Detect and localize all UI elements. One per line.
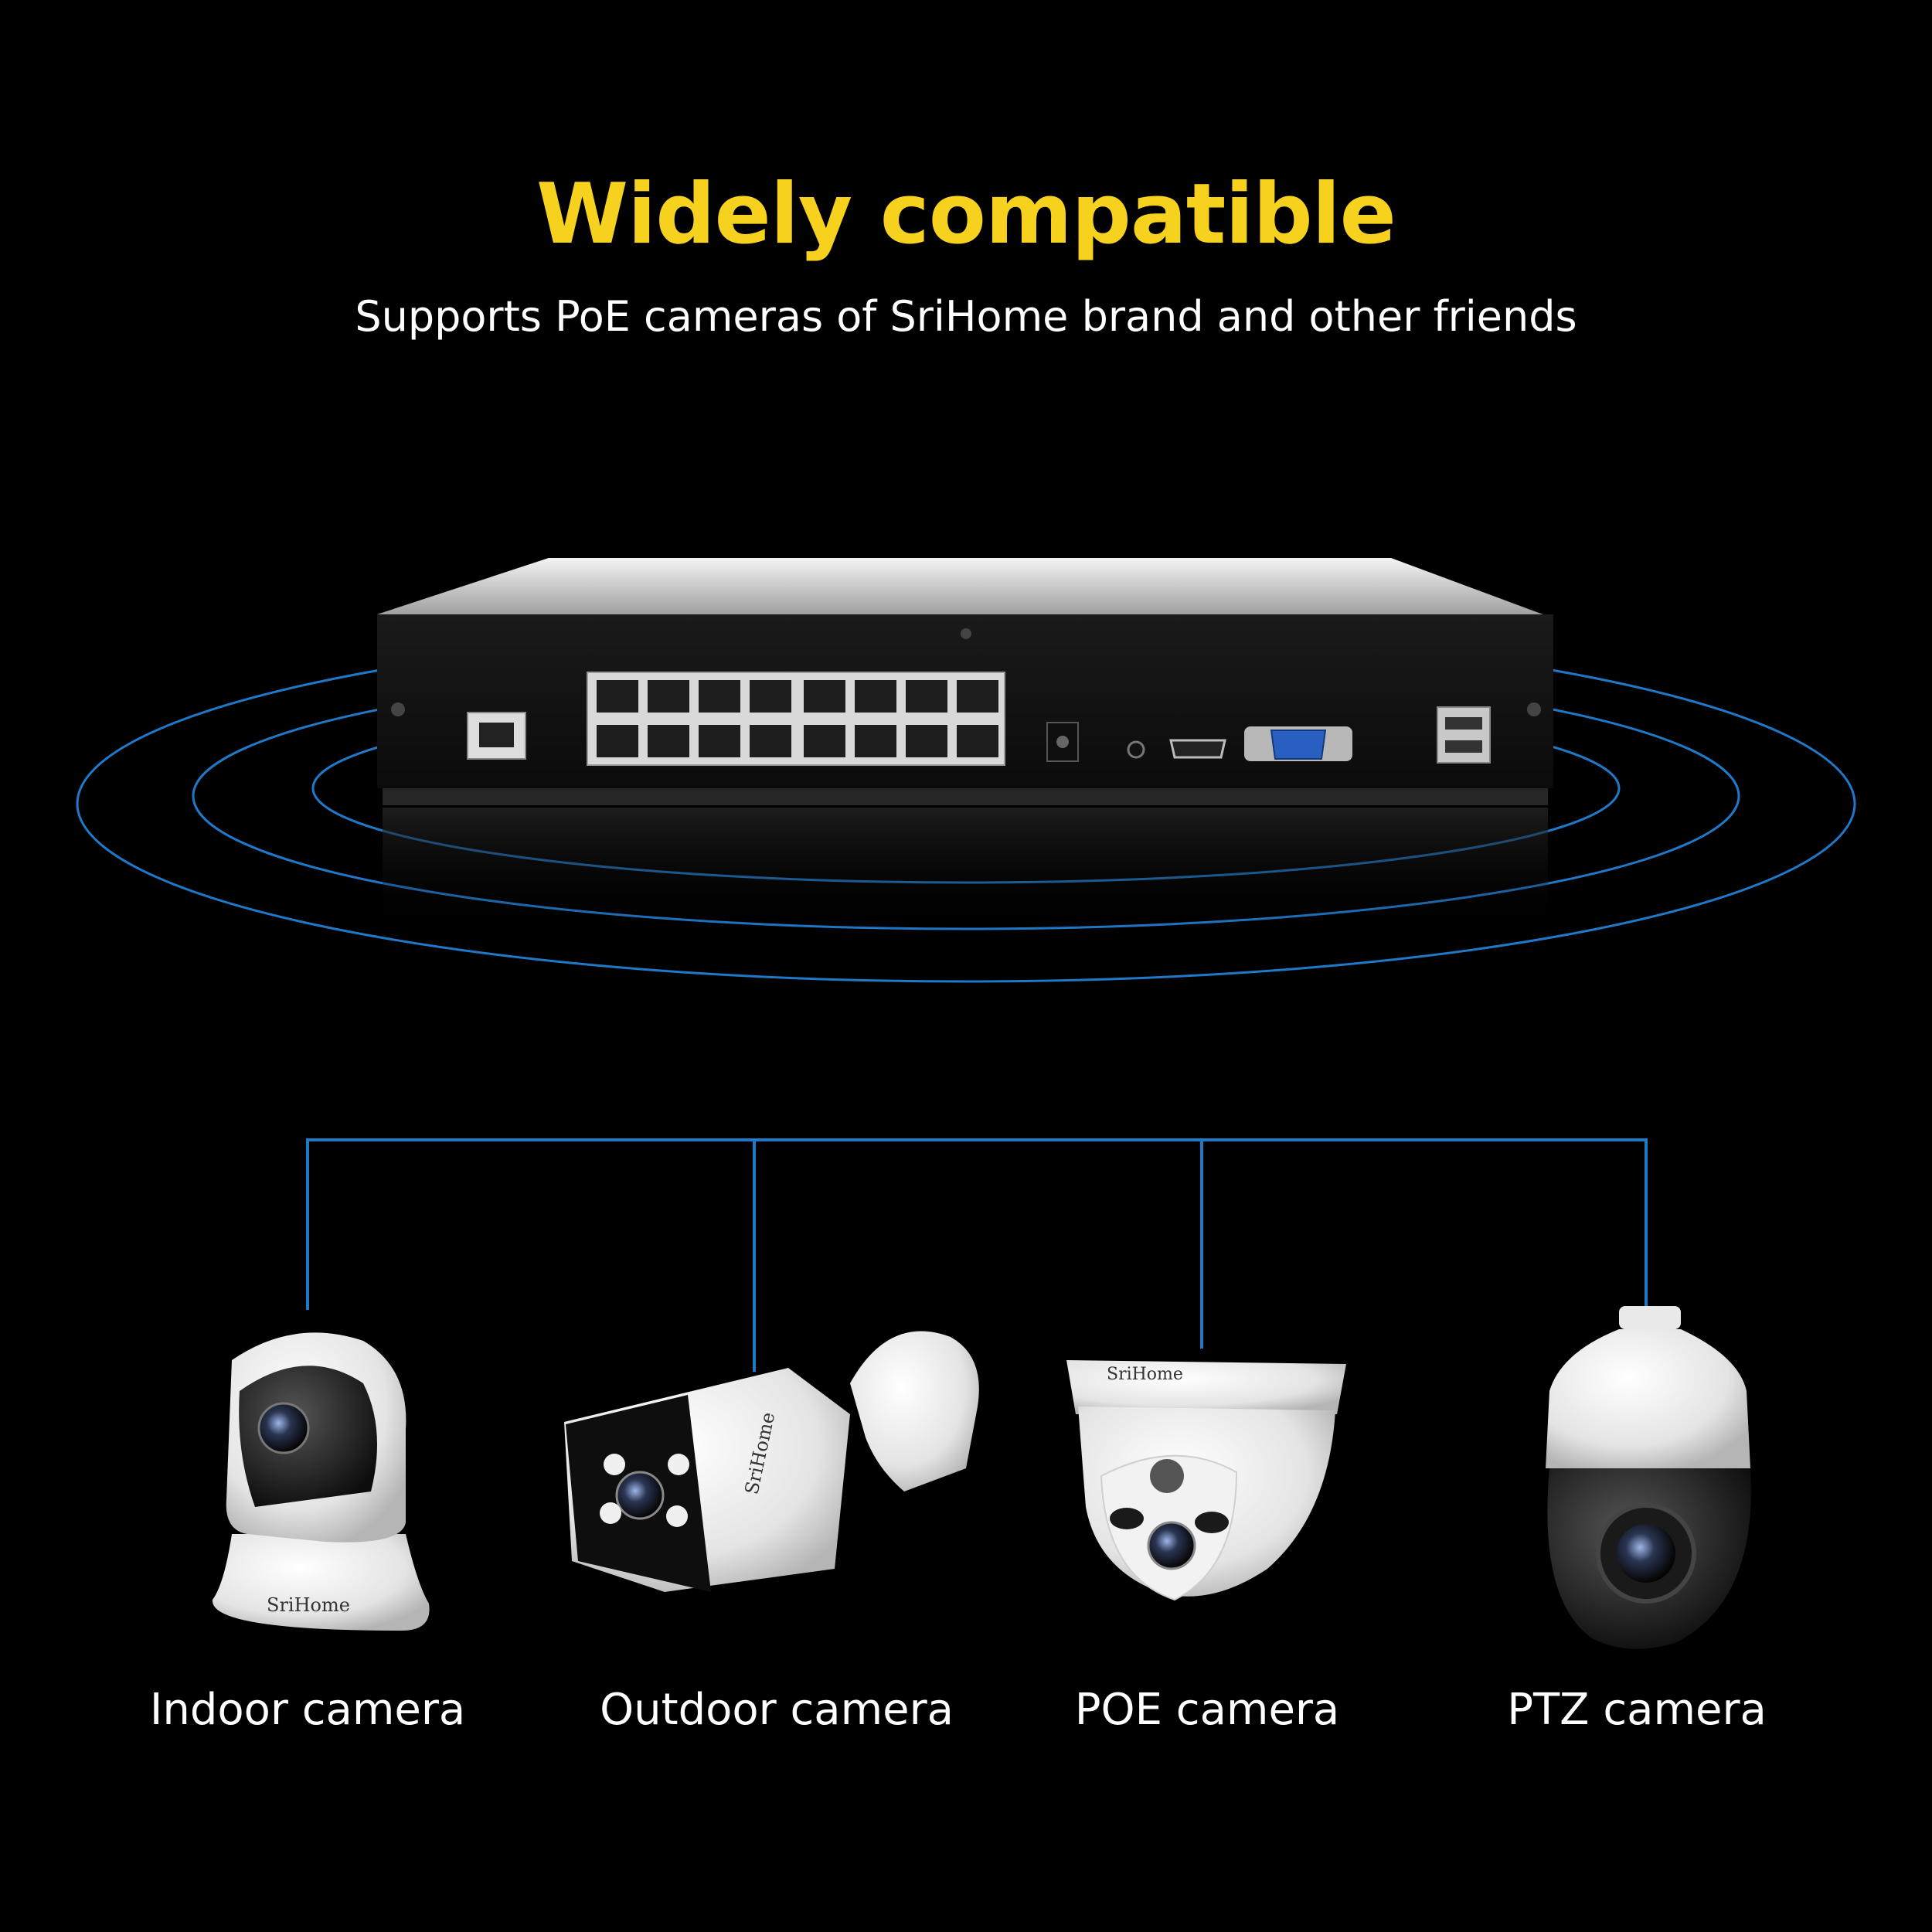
ir-led-icon bbox=[1110, 1508, 1144, 1529]
speaker-icon bbox=[1150, 1459, 1184, 1493]
poe-port bbox=[699, 680, 740, 713]
page-title: Widely compatible bbox=[536, 166, 1396, 263]
ptz-camera-housing bbox=[1546, 1329, 1750, 1468]
poe-port bbox=[957, 725, 998, 757]
page-subtitle: Supports PoE cameras of SriHome brand an… bbox=[355, 292, 1577, 341]
poe-port bbox=[957, 680, 998, 713]
usb-port-slot bbox=[1445, 717, 1482, 730]
outdoor-camera-label: Outdoor camera bbox=[600, 1685, 954, 1735]
poe-port bbox=[906, 680, 947, 713]
usb-ports bbox=[1437, 706, 1491, 764]
ir-led-icon bbox=[604, 1454, 625, 1475]
poe-port bbox=[750, 680, 791, 713]
power-jack-hole bbox=[1056, 736, 1069, 748]
poe-port bbox=[855, 725, 896, 757]
outdoor-camera: SriHome bbox=[564, 1331, 979, 1592]
indoor-camera: SriHome bbox=[212, 1332, 430, 1631]
poe-port bbox=[648, 680, 689, 713]
lens-icon bbox=[257, 1402, 310, 1454]
ir-led-icon bbox=[666, 1505, 688, 1527]
outdoor-camera-mount bbox=[850, 1331, 979, 1492]
poe-port bbox=[804, 725, 845, 757]
ir-led-icon bbox=[600, 1502, 621, 1524]
bus-line bbox=[306, 1138, 1648, 1310]
ir-led-icon bbox=[1195, 1512, 1229, 1533]
screw-icon bbox=[961, 628, 971, 639]
brand-logo: SriHome bbox=[1107, 1365, 1183, 1384]
poe-camera-cap bbox=[1066, 1360, 1346, 1414]
hdmi-port bbox=[1169, 739, 1226, 759]
ir-led-icon bbox=[668, 1454, 689, 1475]
indoor-camera-label: Indoor camera bbox=[149, 1685, 466, 1735]
poe-port bbox=[597, 725, 638, 757]
indoor-camera-base bbox=[212, 1534, 430, 1631]
poe-port bbox=[906, 725, 947, 757]
nvr-device bbox=[377, 558, 1553, 931]
nvr-base bbox=[383, 788, 1548, 805]
poe-port bbox=[699, 725, 740, 757]
ptz-camera bbox=[1546, 1306, 1751, 1649]
poe-port bbox=[648, 725, 689, 757]
poe-port bbox=[804, 680, 845, 713]
audio-jack bbox=[1127, 740, 1145, 759]
screw-icon bbox=[1527, 702, 1541, 716]
brand-logo: SriHome bbox=[267, 1594, 350, 1616]
poe-camera: SriHome bbox=[1066, 1360, 1346, 1601]
poe-camera-label: POE camera bbox=[1074, 1685, 1340, 1735]
vga-port bbox=[1270, 730, 1327, 760]
lan-port-slot bbox=[479, 723, 514, 747]
screw-icon bbox=[391, 702, 405, 716]
poe-ports bbox=[597, 680, 998, 757]
ptz-camera-mount bbox=[1619, 1306, 1681, 1329]
usb-port-slot bbox=[1445, 740, 1482, 753]
lens-icon bbox=[1147, 1521, 1196, 1570]
lens-icon bbox=[1617, 1524, 1675, 1583]
poe-port bbox=[750, 725, 791, 757]
connector-lines bbox=[306, 1138, 1648, 1372]
poe-port bbox=[597, 680, 638, 713]
nvr-top bbox=[377, 558, 1553, 618]
nvr-reflection bbox=[383, 808, 1548, 931]
ptz-camera-label: PTZ camera bbox=[1507, 1685, 1767, 1735]
lens-icon bbox=[615, 1471, 665, 1520]
poe-port bbox=[855, 680, 896, 713]
